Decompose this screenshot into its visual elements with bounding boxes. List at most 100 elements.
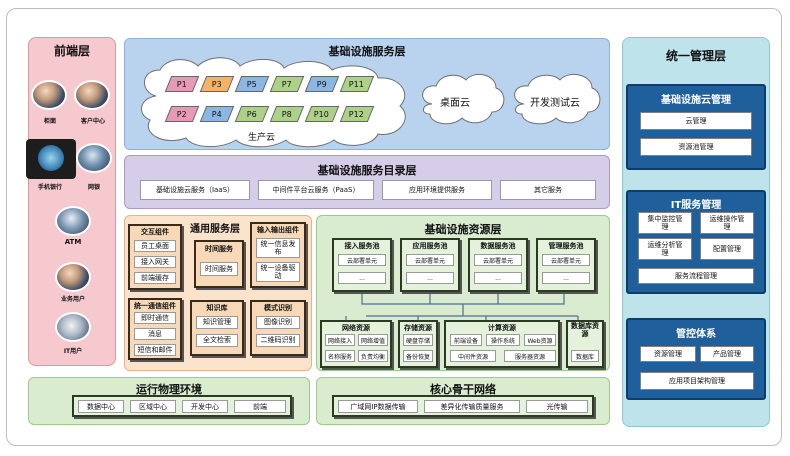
client-label: ATM <box>64 238 82 246</box>
client-label: 网银 <box>87 184 100 191</box>
resource-item: 网络接入 <box>325 334 355 346</box>
client-label: 手机银行 <box>37 184 62 191</box>
mgmt-item: 应用项目架构管理 <box>640 372 754 390</box>
pool-item: 云部署单元 <box>338 254 386 266</box>
component-item: 员工桌面 <box>134 240 176 252</box>
unified-management-title: 统一管理层 <box>665 49 726 63</box>
online-bank-icon <box>76 143 112 173</box>
comm-component-title: 统一通信组件 <box>134 302 176 310</box>
catalog-item-other: 其它服务 <box>500 180 596 200</box>
network-resource: 网络资源 网络接入 网络增值 名称服务 负责均衡 <box>320 320 392 368</box>
component-item: 时间服务 <box>200 262 238 276</box>
component-item: 统一信息发布 <box>256 238 300 258</box>
pool-item: 云部署单元 <box>474 254 522 266</box>
mgmt-item: 资源管理 <box>640 346 696 362</box>
it-user-icon <box>55 312 91 342</box>
knowledge-base-title: 知识库 <box>206 304 228 312</box>
resource-item: 前端设备 <box>450 334 482 346</box>
client-label: IT用户 <box>63 348 83 355</box>
component-item: 短信和邮件 <box>134 344 176 356</box>
management-service-pool: 管理服务池 云部署单元 ... <box>536 238 596 292</box>
physical-env-title: 运行物理环境 <box>136 383 202 396</box>
pool-item: ... <box>338 272 386 284</box>
mgmt-item: 产品管理 <box>700 346 754 362</box>
cloud-management-title: 基础设施云管理 <box>661 95 731 106</box>
interaction-component: 交互组件 员工桌面 接入网关 前端缓存 <box>128 224 182 290</box>
pool-title: 接入服务池 <box>344 242 380 250</box>
comm-component: 统一通信组件 即时通信 消息 短信和邮件 <box>128 298 182 360</box>
resource-item: 中间件资源 <box>450 350 496 362</box>
compute-resource: 计算资源 前端设备 操作系统 Web资源 中间件资源 服务器资源 <box>444 320 560 368</box>
mgmt-item: 资源池管理 <box>640 138 752 156</box>
resource-item: 负责均衡 <box>358 350 388 362</box>
mgmt-item: 运维分析管理 <box>638 238 692 260</box>
mgmt-item: 服务流程管理 <box>638 268 754 284</box>
resource-item: 服务器资源 <box>504 350 556 362</box>
database-resource-title: 数据库资源 <box>571 322 599 338</box>
pattern-recognition-component: 模式识别 图像识别 二维码识别 <box>250 300 306 356</box>
resource-item: 名称服务 <box>325 350 355 362</box>
call-center-client-icon <box>74 80 110 110</box>
component-item: 全文检索 <box>196 334 238 347</box>
network-resource-title: 网络资源 <box>342 324 370 332</box>
pattern-recognition-title: 模式识别 <box>264 304 292 312</box>
component-item: 图像识别 <box>256 316 300 329</box>
client-label: 业务用户 <box>60 296 85 303</box>
resource-item: 操作系统 <box>486 334 520 346</box>
it-service-management-title: IT服务管理 <box>670 200 722 211</box>
teller-client-icon <box>31 80 67 110</box>
physical-env-item: 数据中心 <box>78 400 124 413</box>
infra-service-layer-title: 基础设施服务层 <box>328 45 406 58</box>
cloud-management-card: 基础设施云管理 云管理 资源池管理 <box>626 84 766 170</box>
pool-title: 应用服务池 <box>412 242 448 250</box>
interaction-component-title: 交互组件 <box>141 228 169 236</box>
storage-resource: 存储资源 硬盘存储 备份恢复 <box>398 320 438 368</box>
component-item: 统一设备驱动 <box>256 262 300 282</box>
application-service-pool: 应用服务池 云部署单元 ... <box>400 238 460 292</box>
infra-resource-layer-title: 基础设施资源层 <box>424 223 502 236</box>
business-user-icon <box>55 262 91 292</box>
devtest-cloud-label: 开发测试云 <box>530 98 580 109</box>
pool-item: 云部署单元 <box>406 254 454 266</box>
compute-resource-title: 计算资源 <box>488 324 516 332</box>
backbone-item: 广域网IP数据传输 <box>338 400 418 413</box>
io-component-title: 输入输出组件 <box>257 226 299 234</box>
control-system-card: 管控体系 资源管理 产品管理 应用项目架构管理 <box>626 318 766 400</box>
mgmt-item: 运维操作管理 <box>700 212 754 234</box>
backbone-network-title: 核心骨干网络 <box>430 383 496 396</box>
desktop-cloud-label: 桌面云 <box>440 98 470 109</box>
time-service-component: 时间服务 时间服务 <box>194 240 244 288</box>
storage-resource-title: 存储资源 <box>404 324 432 332</box>
desktop-cloud-shape <box>422 73 505 125</box>
pool-item: ... <box>406 272 454 284</box>
io-component: 输入输出组件 统一信息发布 统一设备驱动 <box>250 222 306 288</box>
resource-item: 备份恢复 <box>403 350 433 362</box>
common-service-layer-title: 通用服务层 <box>190 224 240 235</box>
physical-env-item: 开发中心 <box>182 400 228 413</box>
mobile-bank-icon <box>26 139 76 179</box>
it-service-management-card: IT服务管理 集中监控管理 运维操作管理 运维分析管理 配置管理 服务流程管理 <box>626 190 766 294</box>
control-system-title: 管控体系 <box>676 329 716 340</box>
production-cloud-label: 生产云 <box>248 133 276 143</box>
front-layer-title: 前端层 <box>53 44 90 58</box>
physical-env-items-box: 数据中心 区域中心 开发中心 前端 <box>72 395 292 417</box>
pool-item: ... <box>542 272 590 284</box>
catalog-item-iaas: 基础设施云服务（IaaS） <box>140 180 250 200</box>
backbone-item: 光传输 <box>526 400 588 413</box>
mgmt-item: 配置管理 <box>700 238 754 260</box>
access-service-pool: 接入服务池 云部署单元 ... <box>332 238 392 292</box>
resource-item: 硬盘存储 <box>403 334 433 346</box>
pool-title: 数据服务池 <box>480 242 516 250</box>
client-label: 客户中心 <box>80 118 105 125</box>
database-resource: 数据库资源 数据库 <box>566 320 604 368</box>
component-item: 即时通信 <box>134 312 176 324</box>
data-service-pool: 数据服务池 云部署单元 ... <box>468 238 528 292</box>
component-item: 消息 <box>134 328 176 340</box>
component-item: 前端缓存 <box>134 272 176 284</box>
mgmt-item: 集中监控管理 <box>638 212 692 234</box>
component-item: 二维码识别 <box>256 334 300 347</box>
resource-item: 网络增值 <box>358 334 388 346</box>
knowledge-base-component: 知识库 知识管理 全文检索 <box>190 300 244 356</box>
backbone-items-box: 广域网IP数据传输 差异化传输质量服务 光传输 <box>332 395 594 417</box>
resource-item: 数据库 <box>571 350 599 362</box>
